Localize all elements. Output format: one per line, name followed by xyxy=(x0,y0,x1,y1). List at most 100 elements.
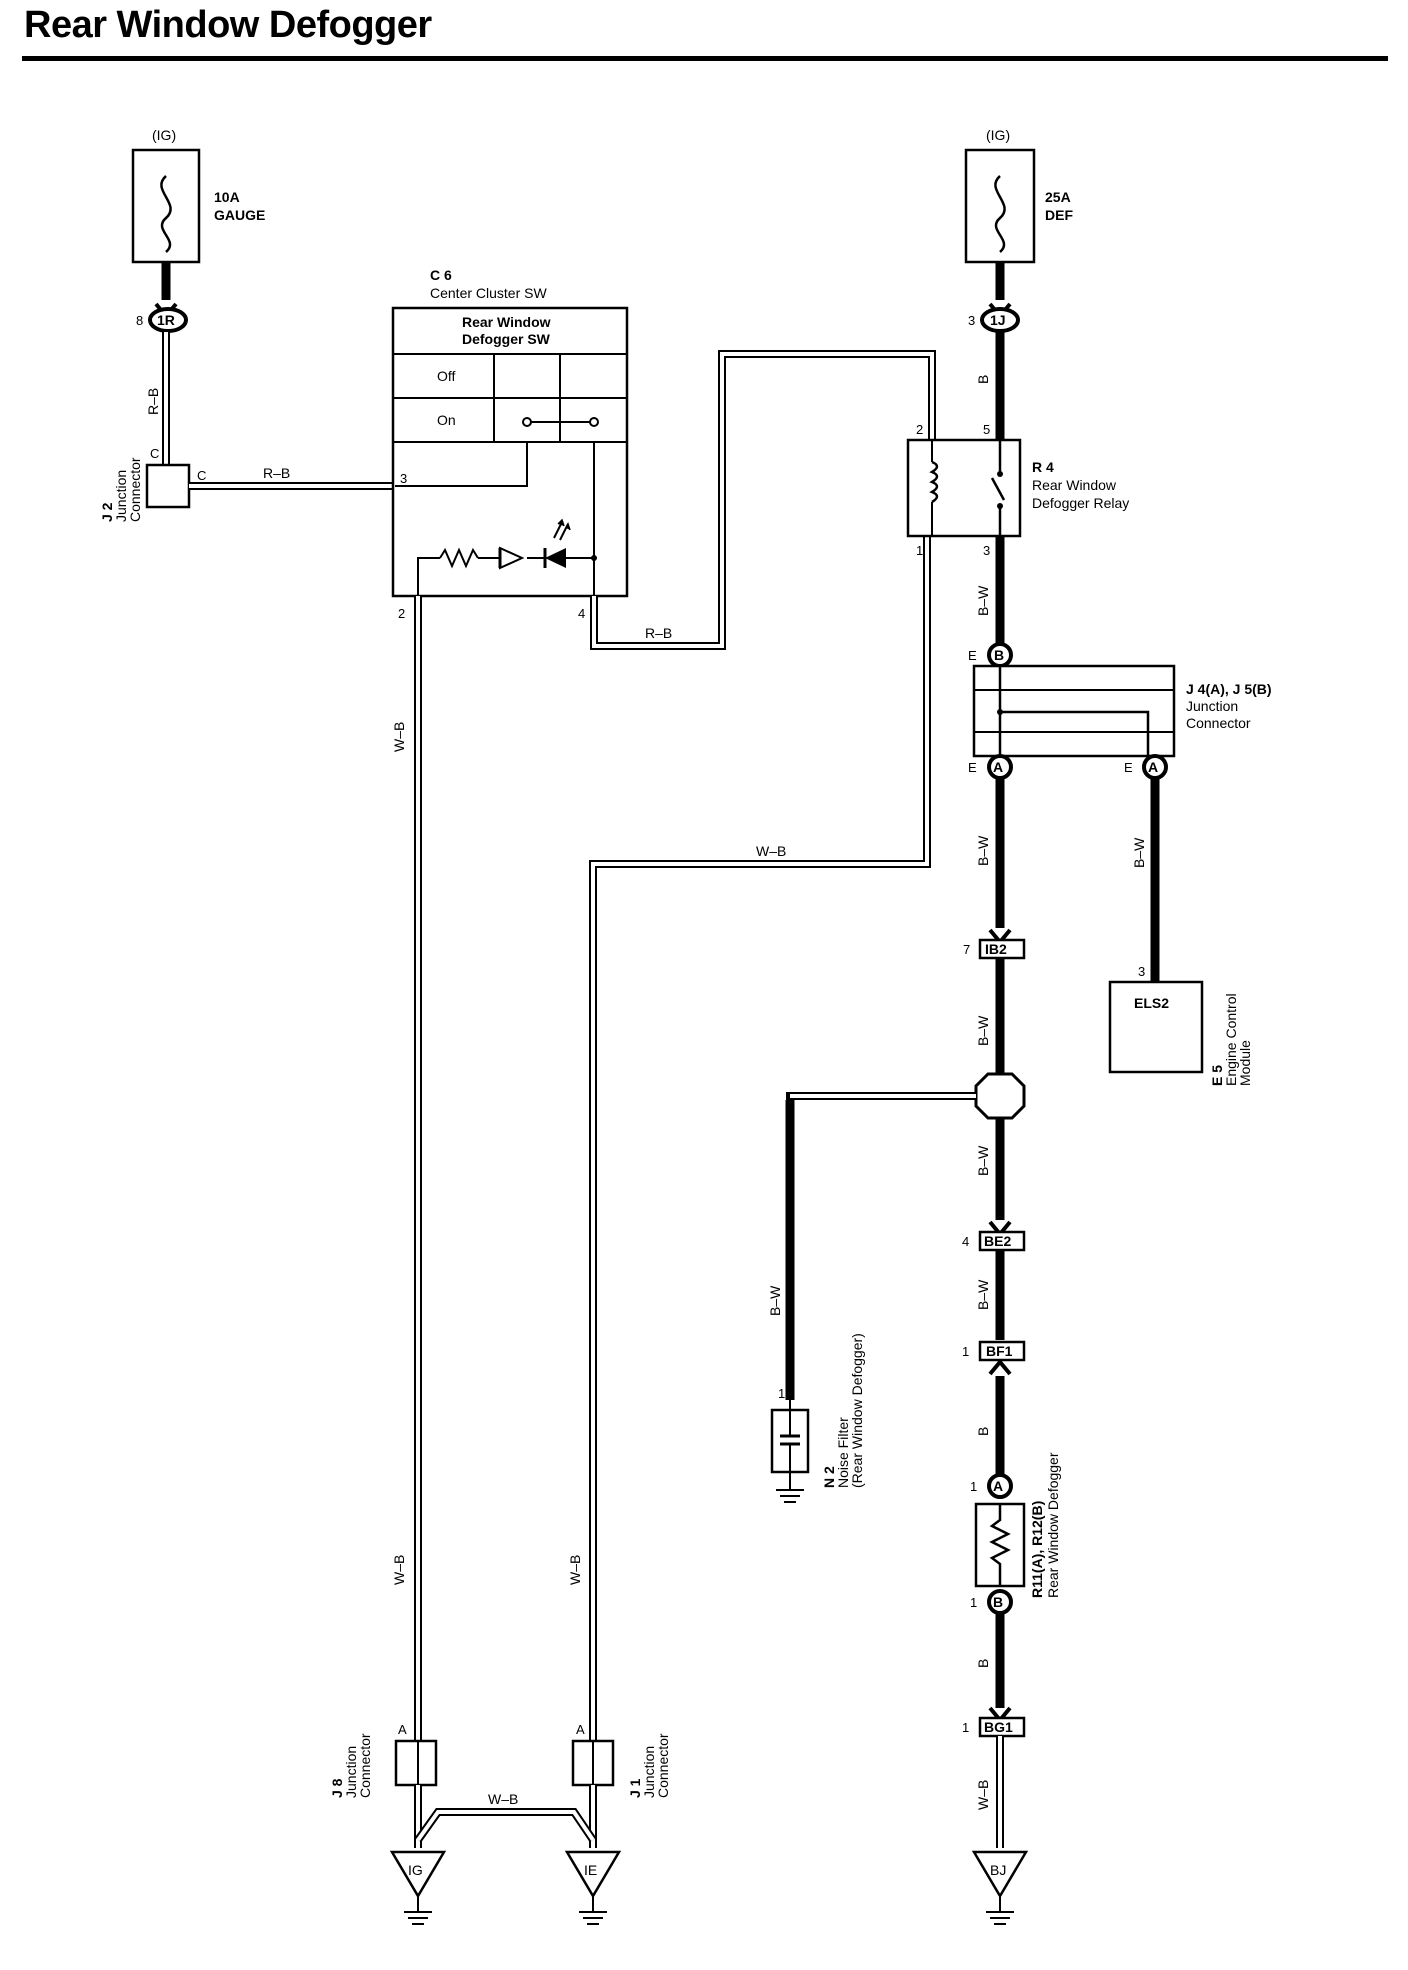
component-name: Junction xyxy=(343,1746,359,1798)
component-name: Center Cluster SW xyxy=(430,285,547,301)
center-cluster-switch-c6: C 6 Center Cluster SW Rear Window Defogg… xyxy=(391,267,629,621)
wire-color-label: R–B xyxy=(645,625,672,641)
engine-control-module-e5: ELS2 3 E 5 Engine Control Module xyxy=(1108,964,1253,1086)
wire-color-label: B–W xyxy=(975,1279,991,1310)
pin-number: 8 xyxy=(136,313,143,328)
wire-color-label: W–B xyxy=(391,1555,407,1585)
wire-color-label: B–W xyxy=(767,1285,783,1316)
pin-number: 1 xyxy=(962,1344,969,1359)
pin-number: 3 xyxy=(400,471,407,486)
wire-color-label: W–B xyxy=(756,843,786,859)
pin-number: E xyxy=(968,760,977,775)
pin-number: 3 xyxy=(968,313,975,328)
junction-connector-j4-j5: B E A E A E J 4(A), J 5(B) Junction Conn… xyxy=(968,642,1272,780)
component-name: Rear Window xyxy=(1032,477,1117,493)
pin-number: 1 xyxy=(778,1386,785,1401)
pin-number: 5 xyxy=(983,422,990,437)
component-name: Connector xyxy=(127,457,143,522)
fuse-name: GAUGE xyxy=(214,207,265,223)
splice-point xyxy=(974,1072,1026,1120)
connector-code: BF1 xyxy=(986,1343,1013,1359)
component-id: E 5 xyxy=(1209,1065,1225,1086)
fuse-source-label: (IG) xyxy=(986,127,1010,143)
ground-ie: IE xyxy=(564,1850,622,1925)
fuse-10a-gauge: (IG) 10A GAUGE xyxy=(131,127,265,264)
pin-number: 3 xyxy=(1138,964,1145,979)
fuse-25a-def: (IG) 25A DEF xyxy=(964,127,1073,264)
connector-BF1: BF1 1 xyxy=(962,1340,1026,1362)
wire-color-label: B–W xyxy=(975,1145,991,1176)
pin-number: 1 xyxy=(970,1595,977,1610)
wire-color-label: B–W xyxy=(975,585,991,616)
pin-number: 2 xyxy=(916,422,923,437)
connector-pin: A xyxy=(1148,759,1158,775)
wire-color-label: R–B xyxy=(145,388,161,415)
pin-number: 7 xyxy=(963,942,970,957)
pin-label: C xyxy=(197,468,206,483)
pin-label: A xyxy=(576,1722,585,1737)
wire-color-label: B xyxy=(975,1427,991,1436)
wire-color-label: R–B xyxy=(263,465,290,481)
connector-1R: 1R 8 xyxy=(136,307,188,333)
component-name: Connector xyxy=(1186,715,1251,731)
component-id: C 6 xyxy=(430,267,452,283)
connector-pin: B xyxy=(994,647,1004,663)
pin-number: E xyxy=(1124,760,1133,775)
component-name: Junction xyxy=(113,470,129,522)
pin-number: 1 xyxy=(916,543,923,558)
ground-label: IE xyxy=(584,1862,597,1878)
component-name: Connector xyxy=(655,1733,671,1798)
pin-number: 2 xyxy=(398,606,405,621)
switch-state-off: Off xyxy=(437,368,456,384)
connector-pin: A xyxy=(993,1478,1003,1494)
component-name: Engine Control xyxy=(1223,993,1239,1086)
switch-state-on: On xyxy=(437,412,456,428)
fuse-rating: 25A xyxy=(1045,189,1071,205)
title-rule xyxy=(22,56,1388,61)
pin-number: 4 xyxy=(962,1234,969,1249)
terminal-label: ELS2 xyxy=(1134,995,1169,1011)
wire-color-label: B xyxy=(975,1659,991,1668)
component-id: R 4 xyxy=(1032,459,1054,475)
component-name: Noise Filter xyxy=(835,1417,851,1488)
junction-connector-j1: A J 1 Junction Connector xyxy=(571,1722,671,1798)
pin-number: 1 xyxy=(970,1479,977,1494)
fuse-rating: 10A xyxy=(214,189,240,205)
noise-filter-n2: 1 N 2 Noise Filter (Rear Window Defogger… xyxy=(770,1333,865,1503)
junction-connector-j2: C C J 2 Junction Connector xyxy=(99,446,206,522)
wire-color-label: B xyxy=(975,375,991,384)
component-name: Rear Window Defogger xyxy=(1045,1452,1061,1598)
ground-bj: BJ xyxy=(971,1850,1029,1925)
connector-code: 1R xyxy=(157,312,175,328)
ground-label: BJ xyxy=(990,1862,1006,1878)
component-id: J 4(A), J 5(B) xyxy=(1186,681,1272,697)
pin-number: 3 xyxy=(983,543,990,558)
wire-color-label: B–W xyxy=(975,1015,991,1046)
switch-name: Rear Window xyxy=(462,314,551,330)
component-name: Connector xyxy=(357,1733,373,1798)
connector-pin: A xyxy=(993,759,1003,775)
fuse-name: DEF xyxy=(1045,207,1073,223)
junction-connector-j8: A J 8 Junction Connector xyxy=(329,1722,438,1798)
pin-number: 1 xyxy=(962,1720,969,1735)
switch-name: Defogger SW xyxy=(462,331,551,347)
wire-color-label: W–B xyxy=(567,1555,583,1585)
pin-number: 4 xyxy=(578,606,585,621)
defogger-relay-r4: 2 5 1 3 R 4 Rear Window Defogger Relay xyxy=(906,422,1129,558)
pin-number: E xyxy=(968,648,977,663)
component-name: Module xyxy=(1237,1040,1253,1086)
component-id: J 8 xyxy=(329,1778,345,1798)
fuse-source-label: (IG) xyxy=(152,127,176,143)
component-id: J 2 xyxy=(99,502,115,522)
pin-label: C xyxy=(150,446,159,461)
connector-BE2: BE2 4 xyxy=(962,1230,1026,1252)
connector-IB2: IB2 7 xyxy=(963,938,1026,960)
component-name: Defogger Relay xyxy=(1032,495,1129,511)
page-title: Rear Window Defogger xyxy=(24,4,432,46)
wire-color-label: W–B xyxy=(391,722,407,752)
connector-code: IB2 xyxy=(985,941,1007,957)
component-id: N 2 xyxy=(821,1466,837,1488)
component-name: Junction xyxy=(1186,698,1238,714)
connector-BG1: BG1 1 xyxy=(962,1716,1026,1738)
